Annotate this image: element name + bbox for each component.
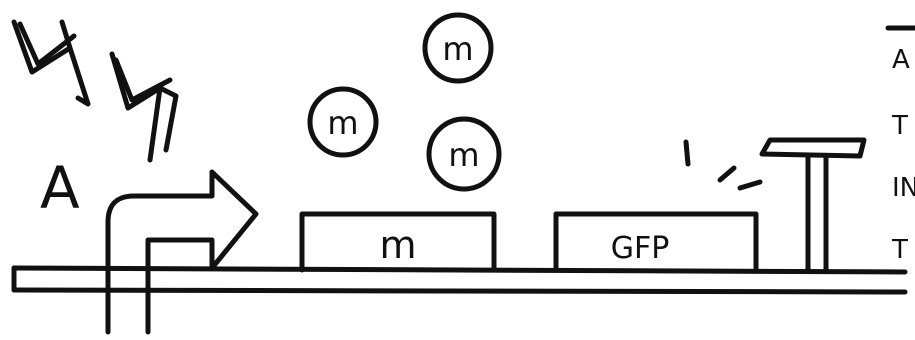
protein-label: m [448,136,479,174]
legend-label: T [891,235,908,265]
legend-label: A [892,45,910,75]
protein-label: m [442,30,473,68]
lightning-bolt-icon [109,51,179,163]
legend: A T IN T [885,25,915,265]
lightning-bolt-icon [11,19,91,107]
gene-box-m: m [299,211,497,273]
protein-circle: m [422,12,494,84]
gene-box-gfp: GFP [553,211,759,273]
protein-circle: m [426,116,502,192]
legend-label: IN [892,173,915,203]
promoter-arrow-icon [105,169,259,335]
gene-box-label: m [379,223,416,267]
protein-label: m [327,104,358,142]
inducer-label: A [40,154,80,222]
terminator-icon [759,137,867,273]
gene-box-label: GFP [611,231,670,266]
emission-marks [683,139,763,191]
legend-label: T [891,111,908,141]
protein-circle: m [307,86,379,158]
